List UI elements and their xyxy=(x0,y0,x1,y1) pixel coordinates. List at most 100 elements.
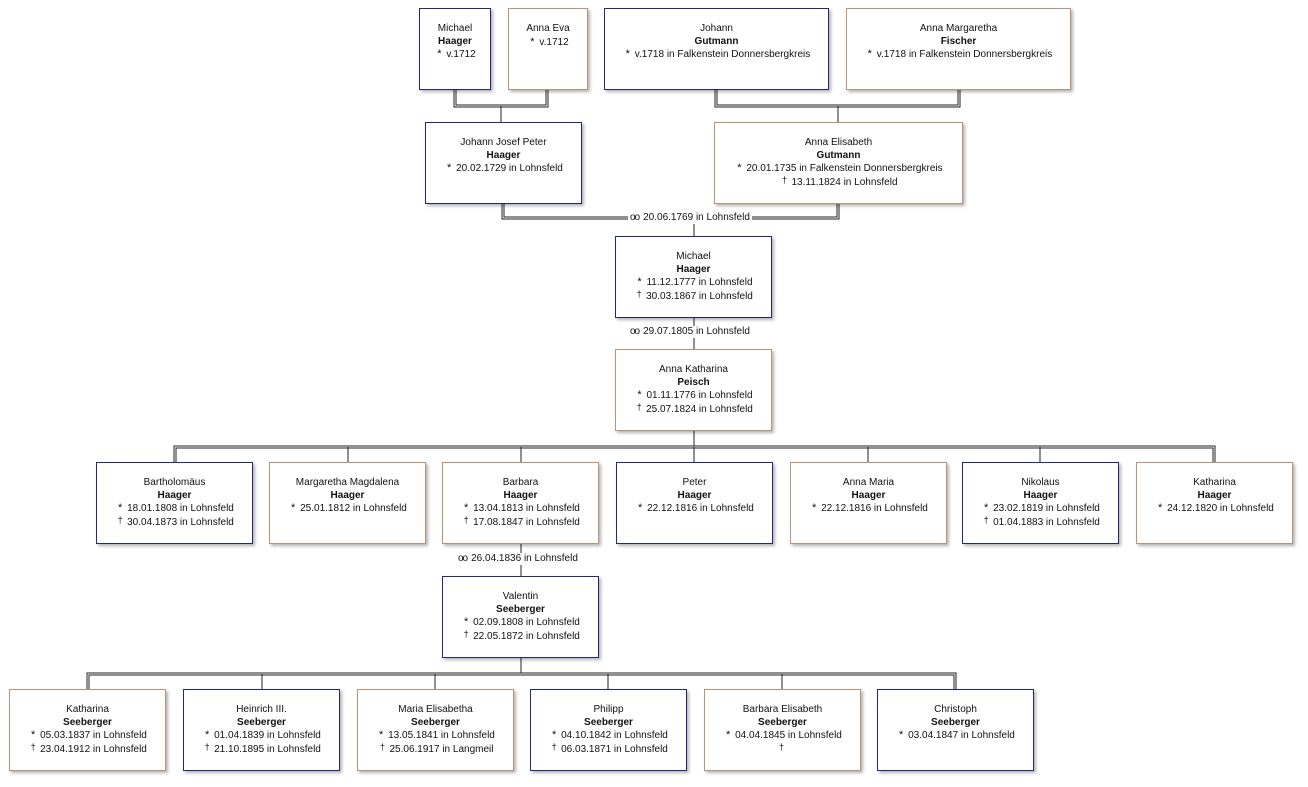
birth-event: *20.02.1729 in Lohnsfeld xyxy=(426,162,581,176)
surname: Haager xyxy=(1197,489,1232,501)
given-name: Johann Josef Peter xyxy=(460,137,547,148)
death-event: †13.11.1824 in Lohnsfeld xyxy=(715,174,962,190)
death-event: † 06.03.1871 in Lohnsfeld xyxy=(531,741,686,757)
person-box-g2[interactable]: Heinrich III.Seeberger*01.04.1839 in Loh… xyxy=(183,689,340,771)
surname: Seeberger xyxy=(63,716,112,728)
birth-icon: * xyxy=(737,162,742,174)
birth-date-place: 22.12.1816 in Lohnsfeld xyxy=(821,503,928,514)
birth-date-place: 18.01.1808 in Lohnsfeld xyxy=(127,503,234,514)
birth-date-place: v.1718 in Falkenstein Donnersbergkreis xyxy=(634,49,811,60)
death-icon: † xyxy=(379,741,385,752)
death-event: †25.07.1824 in Lohnsfeld xyxy=(616,402,771,417)
death-date-place: 17.08.1847 in Lohnsfeld xyxy=(473,516,580,528)
birth-icon: * xyxy=(530,35,535,48)
birth-date-place: 01.04.1839 in Lohnsfeld xyxy=(214,730,321,741)
surname: Haager xyxy=(851,489,886,501)
death-icon: † xyxy=(983,514,989,525)
surname: Peisch xyxy=(677,376,710,388)
surname: Haager xyxy=(486,149,521,161)
birth-icon: * xyxy=(446,162,452,174)
birth-event: *05.03.1837 in Lohnsfeld xyxy=(10,729,165,743)
birth-date-place: 24.12.1820 in Lohnsfeld xyxy=(1167,503,1274,514)
birth-date-place: 25.01.1812 in Lohnsfeld xyxy=(300,503,407,514)
given-name: Barbara Elisabeth xyxy=(742,704,823,715)
birth-event: *13.05.1841 in Lohnsfeld xyxy=(358,729,513,743)
given-name: Margaretha Magdalena xyxy=(295,477,400,488)
birth-event: *v.1712 xyxy=(509,36,587,50)
birth-event: *02.09.1808 in Lohnsfeld xyxy=(443,616,598,630)
surname: Gutmann xyxy=(816,149,861,161)
given-name: Anna Maria xyxy=(842,477,895,488)
birth-date-place: 20.01.1735 in Falkenstein Donnersbergkre… xyxy=(746,163,943,174)
given-name: Philipp xyxy=(593,704,624,715)
given-name: Michael xyxy=(437,23,473,34)
surname: Haager xyxy=(157,489,192,501)
surname: Seeberger xyxy=(411,716,460,728)
birth-icon: * xyxy=(898,729,904,741)
birth-date-place: 01.11.1776 in Lohnsfeld xyxy=(646,390,753,401)
birth-icon: * xyxy=(290,502,296,514)
birth-event: *04.04.1845 in Lohnsfeld xyxy=(705,729,860,743)
connector-line-inner-0 xyxy=(454,90,548,107)
death-event: †23.04.1912 in Lohnsfeld xyxy=(10,742,165,757)
birth-event: * 20.01.1735 in Falkenstein Donnersbergkr… xyxy=(715,162,962,176)
birth-event: * v.1718 in Falkenstein Donnersbergkreis xyxy=(847,48,1070,62)
birth-date-place: 11.12.1777 in Lohnsfeld xyxy=(646,277,753,288)
given-name: Bartholomäus xyxy=(143,477,206,488)
surname: Seeberger xyxy=(758,716,807,728)
death-date-place: 06.03.1871 in Lohnsfeld xyxy=(561,743,668,755)
birth-event: *v.1718 in Falkenstein Donnersbergkreis xyxy=(605,48,828,62)
death-date-place: 25.06.1917 in Langmeil xyxy=(389,743,494,755)
birth-event: *22.12.1816 in Lohnsfeld xyxy=(791,502,946,516)
birth-date-place: v.1712 xyxy=(446,49,476,60)
birth-date-place: 13.05.1841 in Lohnsfeld xyxy=(388,730,495,741)
death-icon: † xyxy=(781,174,787,185)
death-icon: † xyxy=(463,628,469,639)
birth-date-place: 03.04.1847 in Lohnsfeld xyxy=(908,730,1015,741)
birth-icon: * xyxy=(867,48,872,60)
birth-icon: * xyxy=(637,389,642,401)
birth-date-place: v.1718 in Falkenstein Donnersbergkreis xyxy=(876,49,1053,60)
death-date-place: 30.04.1873 in Lohnsfeld xyxy=(127,516,234,528)
given-name: Johann xyxy=(700,23,733,34)
marriage-rings-icon: oo xyxy=(630,212,640,223)
birth-event: *18.01.1808 in Lohnsfeld xyxy=(97,502,252,516)
given-name: Michael xyxy=(676,251,711,262)
death-date-place: 21.10.1895 in Lohnsfeld xyxy=(214,743,321,755)
connector-line-8 xyxy=(173,445,1216,462)
person-box-p2[interactable]: Anna Eva *v.1712 xyxy=(508,8,588,90)
death-event: †01.04.1883 in Lohnsfeld xyxy=(963,514,1118,530)
birth-icon: * xyxy=(463,502,469,514)
given-name: Anna Eva xyxy=(526,23,570,34)
connector-line-inner-16 xyxy=(87,673,956,689)
death-event: †30.03.1867 in Lohnsfeld xyxy=(616,289,771,304)
death-icon: † xyxy=(463,514,469,525)
given-name: Heinrich III. xyxy=(236,704,287,715)
surname: Haager xyxy=(676,263,711,275)
death-icon: † xyxy=(551,741,557,752)
death-date-place: 23.04.1912 in Lohnsfeld xyxy=(40,743,147,755)
connector-line-16 xyxy=(86,672,957,689)
surname: Haager xyxy=(677,489,712,501)
